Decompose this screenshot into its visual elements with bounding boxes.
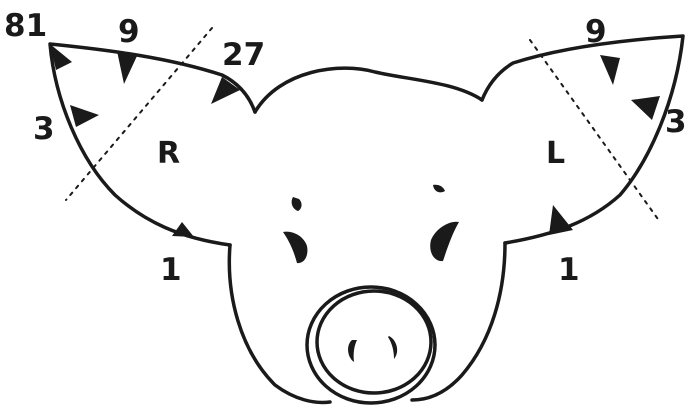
- left-ear-label-3: 3: [665, 104, 687, 140]
- right-ear-label-27: 27: [222, 37, 265, 73]
- snout-inner: [317, 291, 431, 393]
- left-nostril: [348, 340, 357, 362]
- right-nostril: [388, 336, 397, 359]
- left-ear-cut-line: [530, 40, 660, 222]
- right-ear-notch-27: [211, 77, 240, 104]
- right-eye: [430, 222, 459, 261]
- left-ear-label-1: 1: [558, 252, 580, 288]
- left-ear-notch-9: [600, 55, 620, 85]
- left-ear-side-label: L: [546, 136, 565, 171]
- left-ear-notch-1: [549, 205, 573, 235]
- head-left-jaw: [229, 245, 330, 402]
- right-ear-label-3: 3: [33, 111, 55, 147]
- right-ear-label-1: 1: [160, 252, 182, 288]
- left-ear-outline: [482, 36, 683, 243]
- head-top-outline: [255, 68, 482, 112]
- left-ear-label-9: 9: [585, 14, 607, 50]
- right-ear-side-label: R: [157, 136, 180, 171]
- right-ear-label-9: 9: [118, 14, 140, 50]
- left-eye: [283, 232, 307, 263]
- right-brow: [433, 185, 445, 193]
- right-ear-outline: [50, 44, 255, 245]
- right-ear-label-81: 81: [4, 8, 47, 44]
- left-ear-notch-3: [631, 96, 660, 120]
- right-ear: 81 9 27 3 1 R: [4, 8, 265, 288]
- right-ear-notch-9: [117, 51, 137, 84]
- right-ear-notch-1: [172, 222, 194, 237]
- pig-head: [229, 68, 505, 403]
- snout-outer: [307, 287, 435, 403]
- left-ear: 9 3 1 L: [482, 14, 687, 288]
- right-ear-notch-3: [70, 105, 99, 127]
- left-brow: [292, 197, 302, 211]
